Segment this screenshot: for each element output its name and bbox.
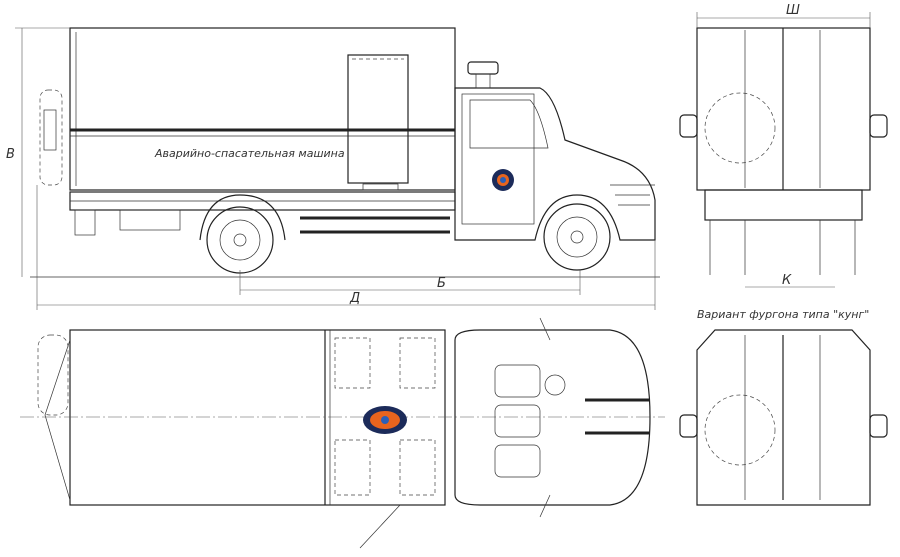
cab-window [469, 99, 549, 149]
top-view [20, 317, 665, 549]
kung-body [696, 329, 871, 506]
rear-wheel [199, 194, 286, 274]
body-top [69, 329, 446, 506]
rear-ladder [39, 89, 63, 186]
cab [454, 87, 656, 241]
seats [494, 364, 566, 478]
kung-caption: Вариант фургона типа "кунг" [697, 308, 869, 321]
dim-wheelbase-label: Б [437, 276, 446, 291]
front-wheel [543, 203, 611, 271]
dim-length-label: Д [349, 291, 360, 306]
dim-width-label: Ш [786, 3, 800, 18]
emblem-icon [363, 406, 407, 434]
side-door [347, 54, 409, 184]
equipment-grid [334, 337, 436, 496]
van-body [69, 27, 456, 191]
dim-track-label: К [782, 273, 792, 288]
vehicle-caption: Аварийно-спасательная машина [154, 147, 345, 160]
rear-view: Ш К [679, 3, 888, 288]
cab-top [454, 329, 651, 506]
kung-view: Вариант фургона типа "кунг" [679, 308, 888, 506]
side-view: Аварийно-спасательная машина [6, 27, 660, 310]
dim-height-label: В [6, 147, 15, 162]
emblem-icon [492, 169, 514, 191]
beacon [467, 61, 499, 75]
